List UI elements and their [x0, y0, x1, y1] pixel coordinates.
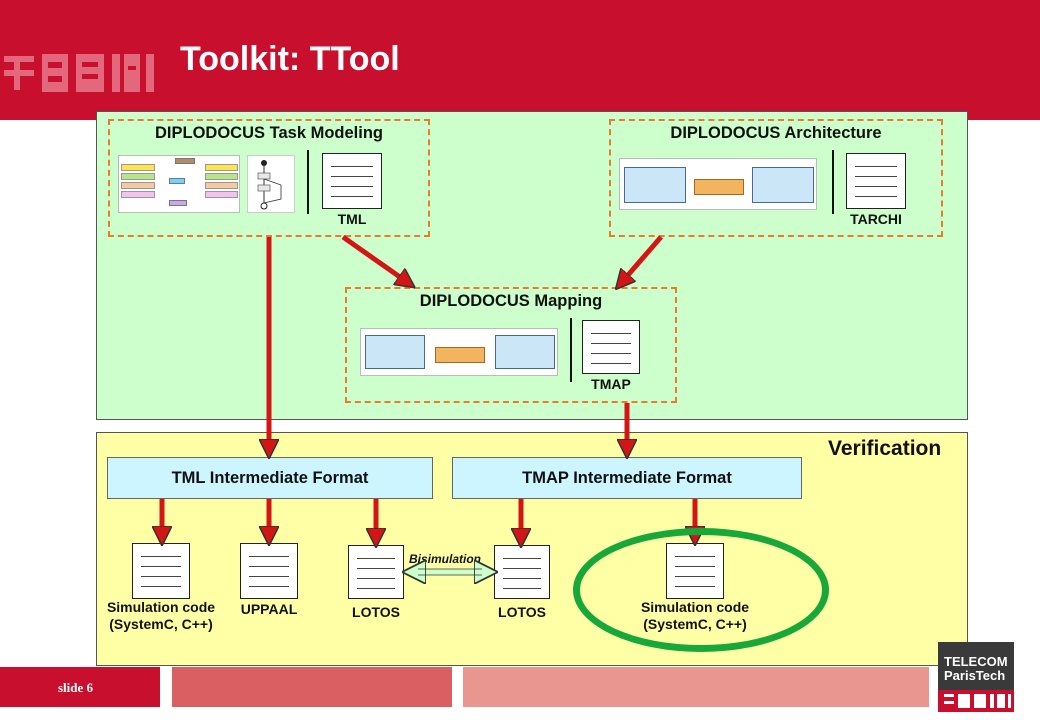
tmap-document-icon: [582, 320, 640, 374]
activity-diagram-thumbnail: [247, 155, 295, 213]
footer-slide-number-bar: [0, 667, 160, 707]
lotos-left-label: LOTOS: [352, 604, 400, 620]
mapping-title: DIPLODOCUS Mapping: [419, 292, 603, 310]
uppaal-document-icon: [240, 543, 298, 599]
lotos-right-label: LOTOS: [498, 604, 546, 620]
architecture-title: DIPLODOCUS Architecture: [670, 124, 882, 142]
tmap-intermediate-format-box: TMAP Intermediate Format: [452, 457, 802, 499]
tml-label: TML: [337, 211, 367, 227]
school-logo-mark: [4, 54, 154, 92]
task-modeling-title: DIPLODOCUS Task Modeling: [155, 124, 383, 142]
header-bar: [0, 0, 1040, 120]
bisimulation-label: Bisimulation: [409, 552, 482, 566]
lotos-right-document-icon: [494, 545, 550, 599]
telecom-paristech-logo: [938, 642, 1014, 712]
simulation-code-left-label-1: Simulation code: [106, 599, 216, 615]
simulation-code-left-label-2: (SystemC, C++): [109, 616, 213, 632]
tml-intermediate-format-box: TML Intermediate Format: [107, 457, 433, 499]
verification-title: Verification: [828, 437, 942, 460]
slide-number: slide 6: [58, 680, 94, 695]
architecture-separator: [832, 150, 834, 214]
task-diagram-thumbnail: [118, 155, 240, 213]
mapping-diagram-thumbnail: [360, 328, 558, 376]
highlight-ellipse: [573, 528, 829, 652]
tmap-label: TMAP: [591, 376, 631, 392]
task-separator: [307, 150, 309, 214]
tml-document-icon: [322, 153, 382, 209]
tarchi-document-icon: [846, 153, 906, 209]
simulation-code-left-document-icon: [132, 543, 190, 599]
architecture-box: [609, 119, 943, 237]
footer-bar-1: [172, 667, 452, 707]
uppaal-label: UPPAAL: [240, 601, 298, 617]
mapping-box: [345, 287, 677, 403]
task-modeling-box: [108, 119, 430, 237]
footer-bar-2: [463, 667, 929, 707]
lotos-left-document-icon: [348, 545, 404, 599]
slide-title: Toolkit: TTool: [180, 40, 400, 78]
brand-name: TELECOM ParisTech: [944, 654, 1008, 683]
tarchi-label: TARCHI: [850, 211, 902, 227]
architecture-diagram-thumbnail: [619, 158, 817, 210]
mapping-separator: [570, 318, 572, 382]
